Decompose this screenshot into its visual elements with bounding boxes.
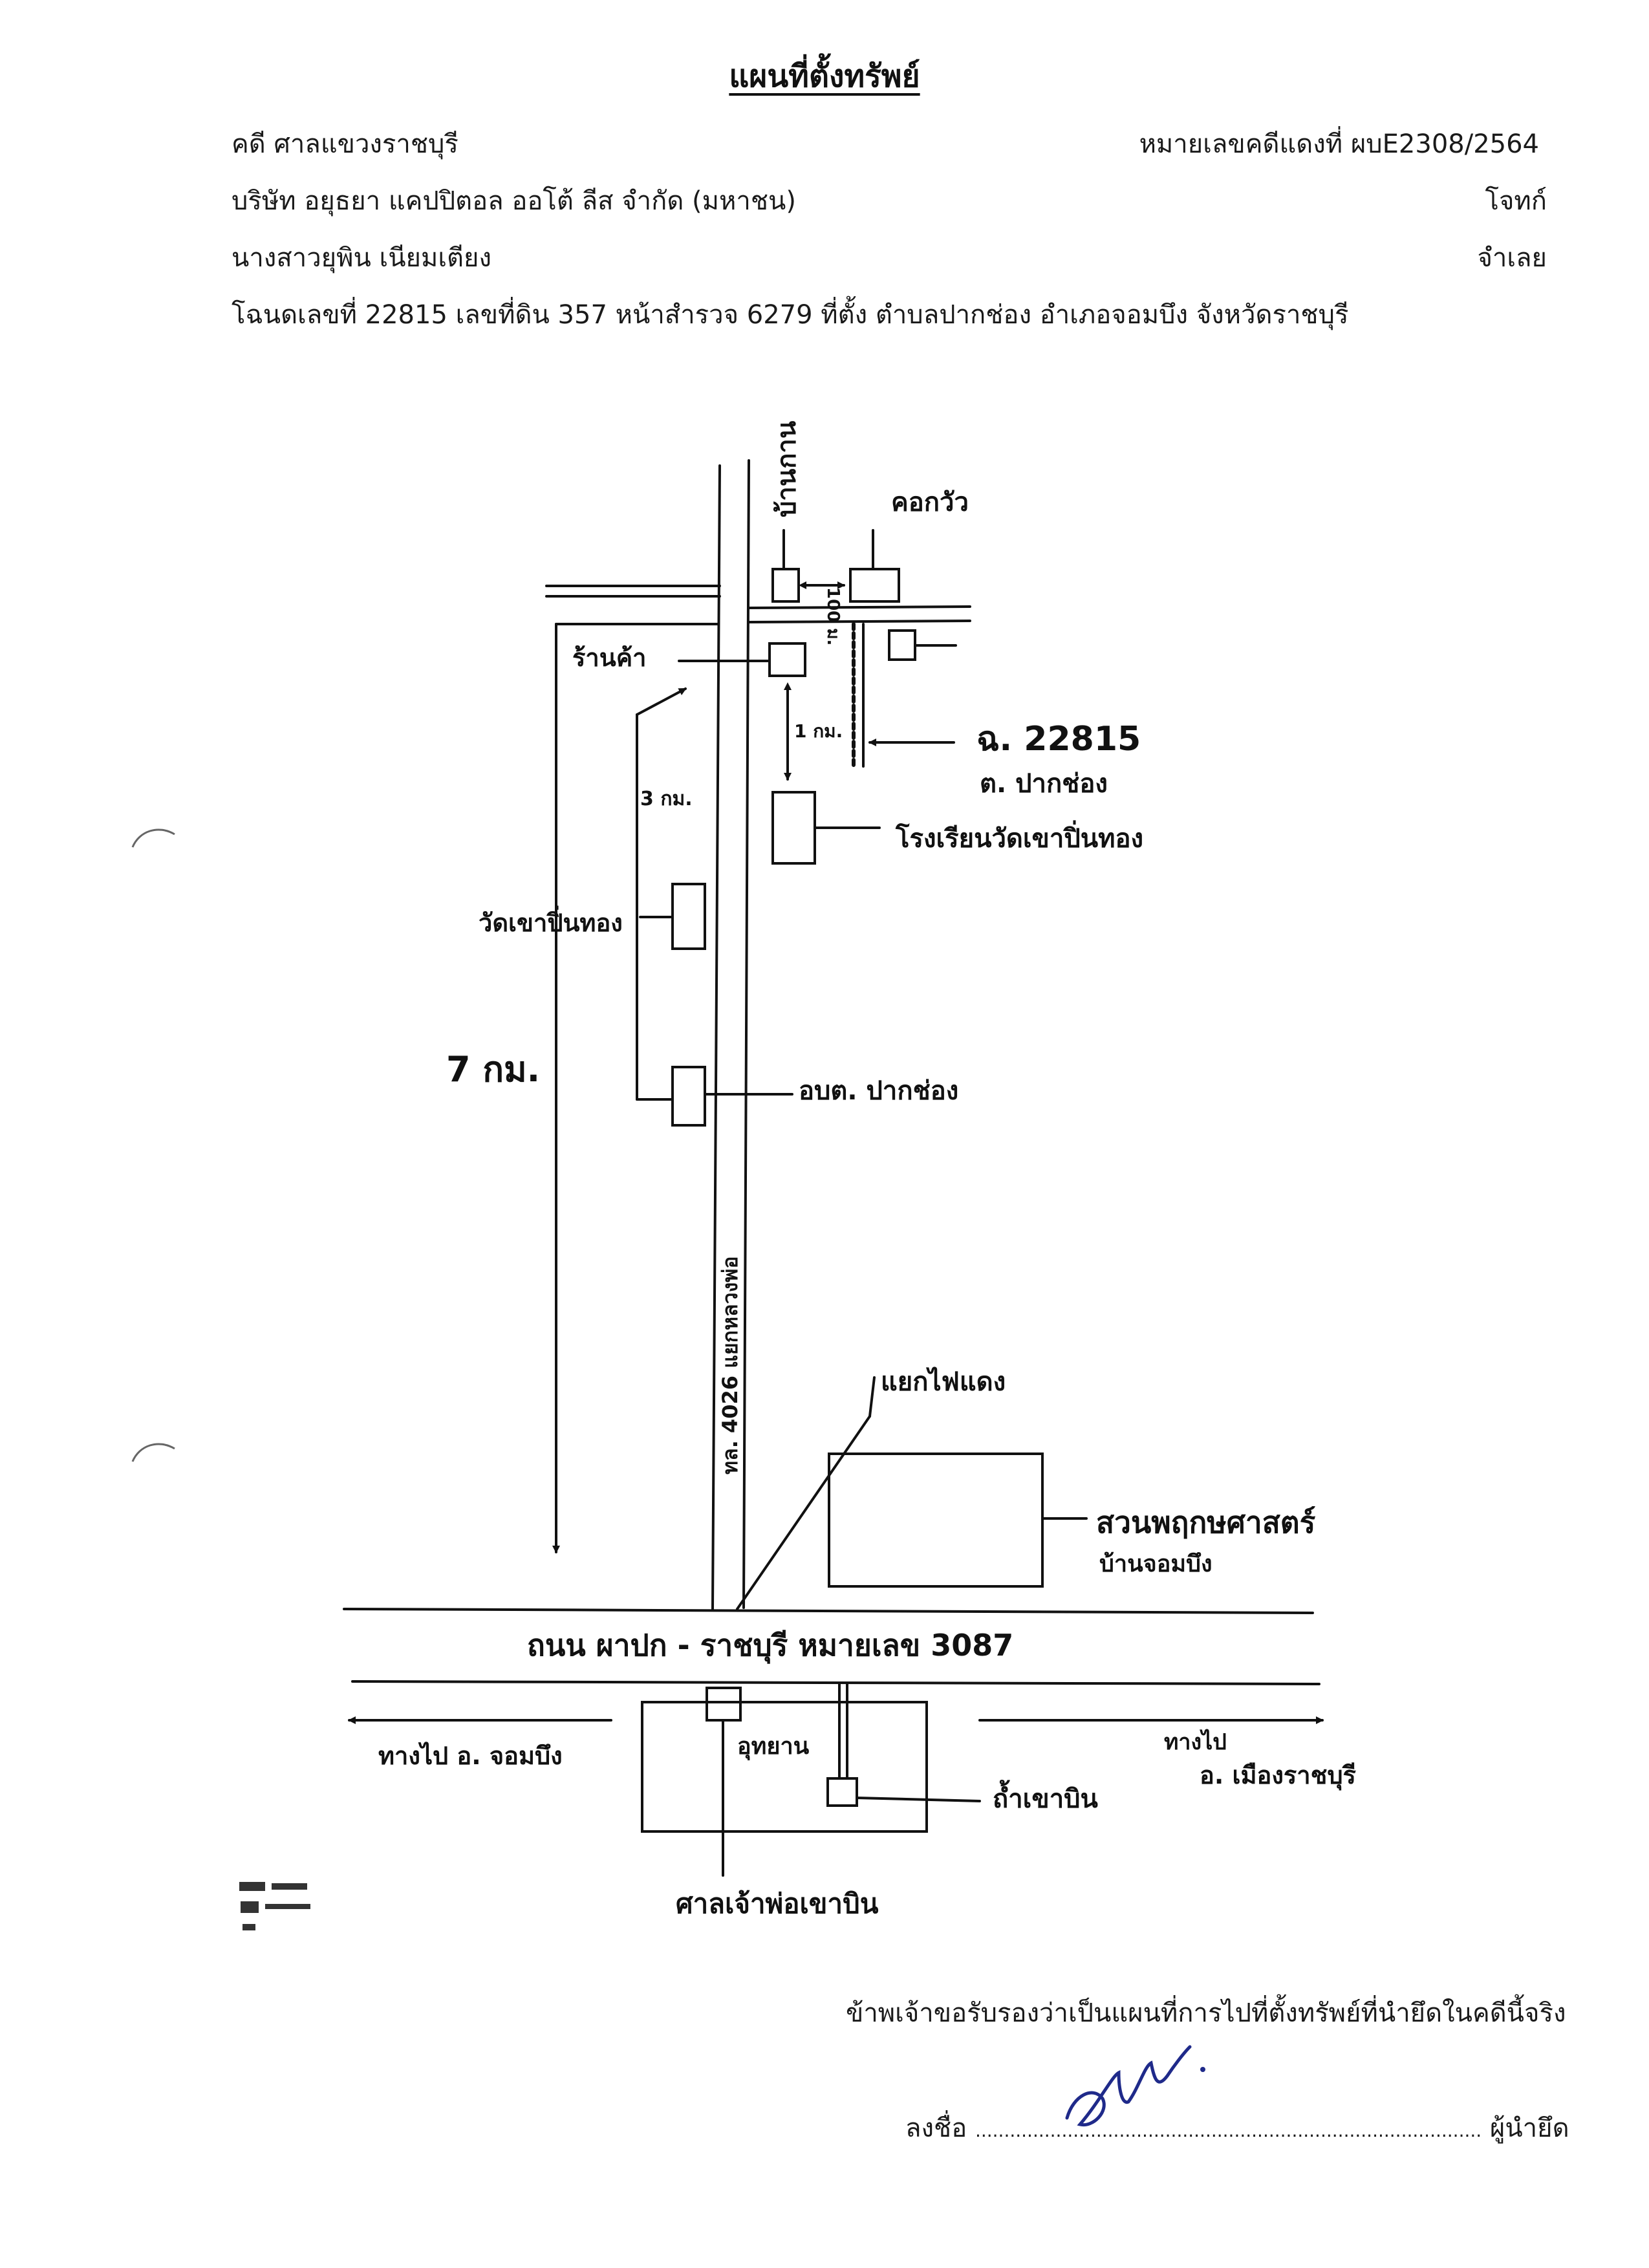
vertical-road-left-edge <box>711 464 721 1610</box>
signature-image <box>1065 2045 1192 2127</box>
vertical-road-right-edge <box>742 459 750 1609</box>
label-to-muang: ทางไป <box>1164 1729 1227 1755</box>
defendant-role: จำเลย <box>1477 243 1547 273</box>
label-temple: วัดเขาปิ่นทอง <box>479 905 623 937</box>
label-park-sub: บ้านจอมบึง <box>1099 1551 1212 1577</box>
sign-prefix: ลงชื่อ <box>905 2113 967 2143</box>
house-building <box>771 568 800 603</box>
label-dist-3km: 3 กม. <box>640 788 693 810</box>
label-cave: ถ้ำเขาบิน <box>993 1780 1098 1814</box>
document-title: แผนที่ตั้งทรัพย์ <box>729 58 920 94</box>
small-building <box>888 629 916 661</box>
certification-statement: ข้าพเจ้าขอรับรองว่าเป็นแผนที่การไปที่ตั้… <box>846 1998 1566 2028</box>
label-vertical-road: ทล. 4026 แยกหลวงพ่อ <box>718 1256 742 1474</box>
school-building <box>771 791 816 865</box>
label-main-road: ถนน ผาปก - ราชบุรี หมายเลข 3087 <box>527 1628 1013 1664</box>
shop-building <box>768 642 806 677</box>
side-road-right-edge-bottom <box>748 620 971 623</box>
scan-hole-mark-top <box>131 828 175 848</box>
label-garden: อุทยาน <box>737 1733 810 1761</box>
plaintiff-name: บริษัท อยุธยา แคปปิตอล ออโต้ ลีส จำกัด (… <box>232 186 796 216</box>
label-shop: ร้านค้า <box>572 643 646 672</box>
label-park: สวนพฤกษศาสตร์ <box>1096 1505 1316 1540</box>
scan-hole-mark-bottom <box>131 1443 175 1462</box>
defendant-name: นางสาวยุพิน เนียมเตียง <box>232 243 491 273</box>
label-dist-1km: 1 กม. <box>794 720 843 742</box>
botanical-park-area <box>828 1453 1044 1588</box>
label-school: โรงเรียนวัดเขาปิ่นทอง <box>895 820 1143 854</box>
signature-line: ลงชื่อ .................................… <box>905 2107 1569 2148</box>
shrine-complex-area <box>641 1701 928 1833</box>
scan-smudge <box>239 1882 310 1930</box>
court-line: คดี ศาลแขวงราชบุรี <box>232 129 458 159</box>
label-to-jombueng: ทางไป อ. จอมบึง <box>378 1742 563 1770</box>
label-traffic-light: แยกไฟแดง <box>881 1366 1006 1397</box>
route-3km-arrow <box>636 687 687 716</box>
sign-dots: ........................................… <box>975 2120 1482 2141</box>
label-deed: ฉ. 22815 <box>976 720 1141 759</box>
sign-suffix: ผู้นำยึด <box>1489 2113 1569 2143</box>
label-shrine: ศาลเจ้าพ่อเขาบิน <box>676 1888 879 1919</box>
cattle-pen-building <box>849 568 900 603</box>
label-sao: อบต. ปากช่อง <box>799 1076 958 1106</box>
label-dist-7km: 7 กม. <box>446 1049 540 1090</box>
side-road-right-edge-top <box>748 605 971 609</box>
case-number: หมายเลขคดีแดงที่ ผบE2308/2564 <box>1139 129 1539 159</box>
label-dist-100m: 100 ม. <box>823 587 843 645</box>
traffic-light-pointer <box>736 1415 871 1610</box>
cave-leader-line <box>856 1797 981 1802</box>
label-baan-kan: บ้านกาน <box>772 421 802 517</box>
signature-dot <box>1200 2067 1205 2072</box>
deed-line: โฉนดเลขที่ 22815 เลขที่ดิน 357 หน้าสำรวจ… <box>232 300 1349 330</box>
main-road-top-edge <box>343 1608 1314 1614</box>
cave-building <box>826 1777 858 1807</box>
plaintiff-role: โจทก์ <box>1485 186 1547 216</box>
garden-building <box>706 1687 742 1722</box>
label-tambon: ต. ปากช่อง <box>980 769 1108 799</box>
label-to-muang-sub: อ. เมืองราชบุรี <box>1200 1761 1357 1791</box>
temple-building <box>671 883 706 950</box>
traffic-light-pointer-top <box>868 1376 876 1418</box>
main-road-bottom-edge <box>351 1680 1320 1685</box>
sao-building <box>671 1066 706 1127</box>
label-khok-wua: คอกวัว <box>891 488 969 517</box>
